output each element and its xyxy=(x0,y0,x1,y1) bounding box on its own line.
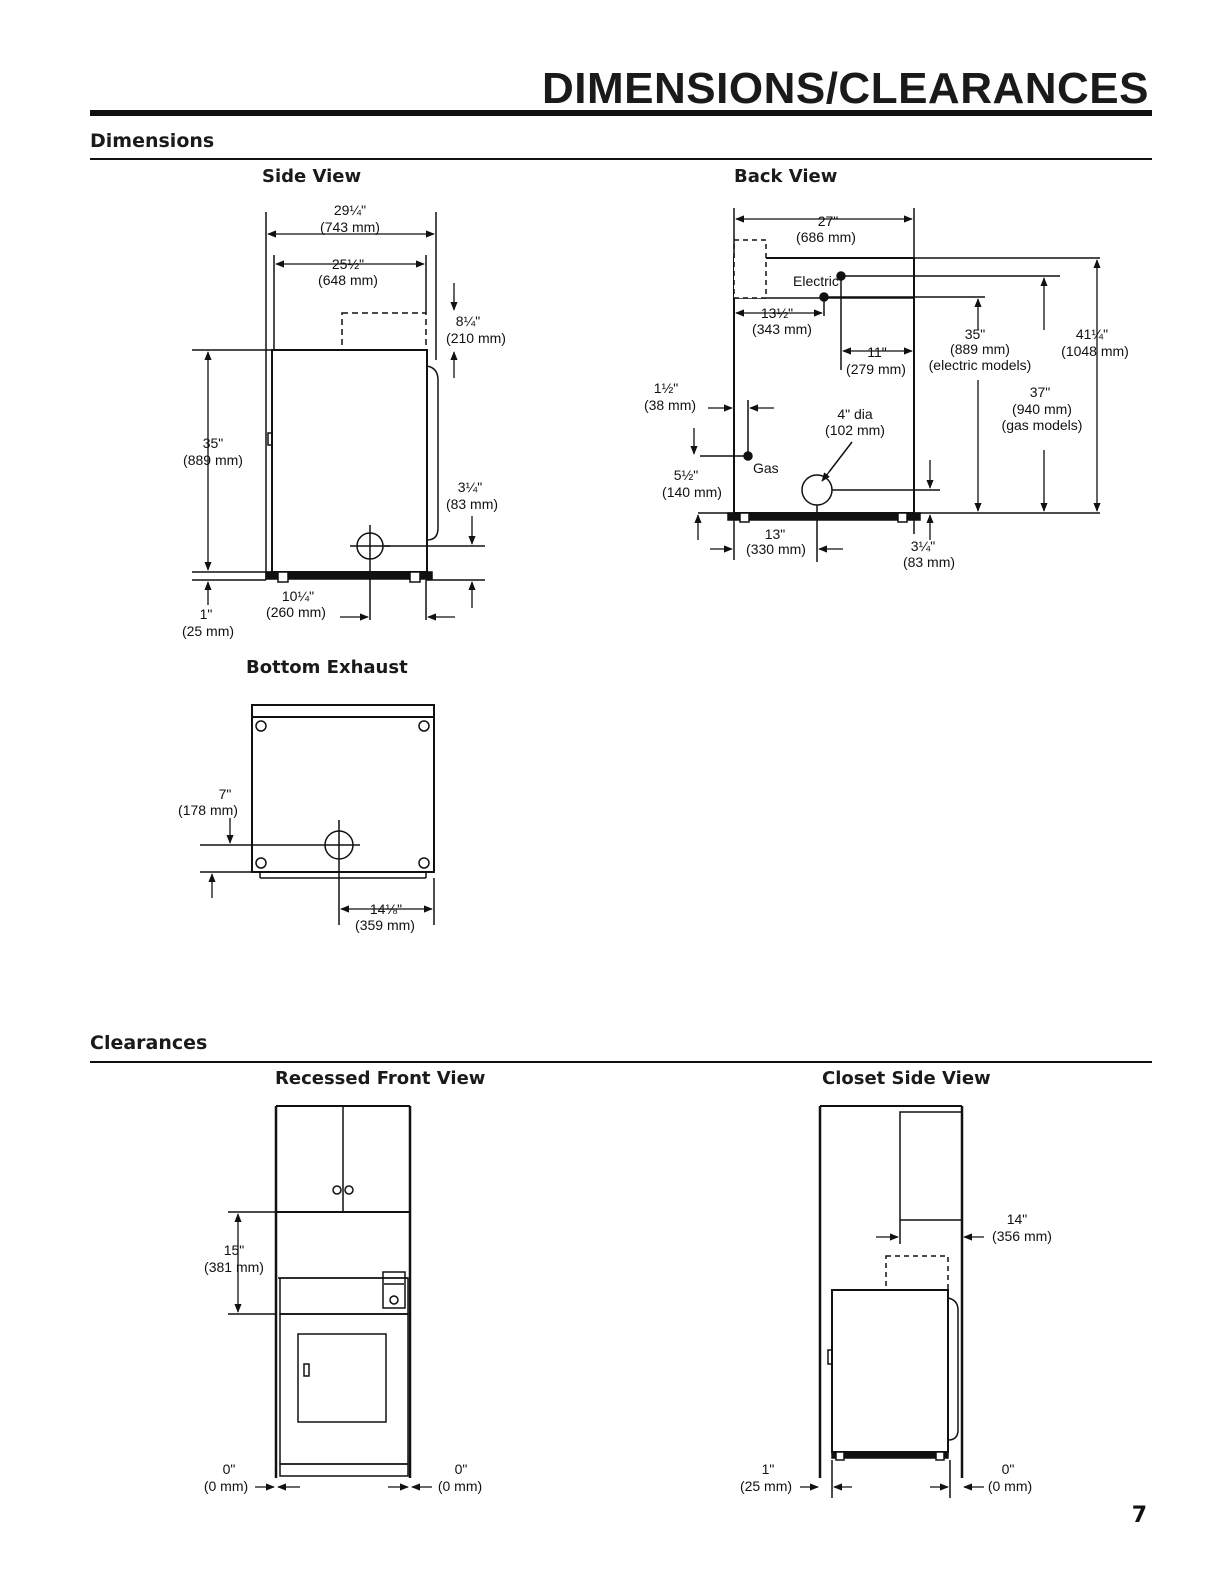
bottom-side-offset-mm: (359 mm) xyxy=(355,917,415,933)
bottom-exhaust-labels: 7" (178 mm) 14⅛" (359 mm) xyxy=(178,786,415,933)
back-gas-height-mm: (140 mm) xyxy=(662,484,722,500)
recessed-right: 0" xyxy=(455,1461,468,1477)
title-rule xyxy=(90,110,1152,116)
page-number: 7 xyxy=(1131,1503,1147,1528)
side-exhaust-offset: 10¼" xyxy=(282,588,314,604)
back-gas-side: 1½" xyxy=(654,380,678,396)
back-gas-total-height-note: (gas models) xyxy=(1002,417,1083,433)
back-vent-offset: 13" xyxy=(765,526,786,542)
back-view-arrows xyxy=(690,215,1101,553)
side-height-mm: (889 mm) xyxy=(183,452,243,468)
closet-top-mm: (356 mm) xyxy=(992,1228,1052,1244)
back-view-labels: 27" (686 mm) Electric 13½" (343 mm) 11" … xyxy=(644,213,1129,570)
recessed-left: 0" xyxy=(223,1461,236,1477)
back-vent-diameter: 4" dia xyxy=(837,406,873,422)
recessed-right-mm: (0 mm) xyxy=(438,1478,482,1494)
closet-back-mm: (25 mm) xyxy=(740,1478,792,1494)
side-leg-height: 1" xyxy=(200,606,213,622)
closet-front-mm: (0 mm) xyxy=(988,1478,1032,1494)
side-exhaust-height: 3¼" xyxy=(458,479,482,495)
dimensions-heading: Dimensions xyxy=(90,130,215,152)
back-gas-height: 5½" xyxy=(674,467,698,483)
back-vent-diameter-mm: (102 mm) xyxy=(825,422,885,438)
back-width-mm: (686 mm) xyxy=(796,229,856,245)
recessed-front-arrows xyxy=(234,1213,432,1491)
back-electric-offset: 13½" xyxy=(761,305,793,321)
side-view-drawing xyxy=(192,212,485,620)
side-console-height-mm: (210 mm) xyxy=(446,330,506,346)
back-electric-to-center-mm: (279 mm) xyxy=(846,361,906,377)
back-overall-height-mm: (1048 mm) xyxy=(1061,343,1129,359)
recessed-top: 15" xyxy=(224,1242,245,1258)
back-electric-label: Electric xyxy=(793,273,839,289)
side-console-height: 8¼" xyxy=(456,313,480,329)
side-view-labels: 29¼" (743 mm) 25½" (648 mm) 8¼" (210 mm)… xyxy=(182,202,506,639)
side-depth-cabinet: 25½" xyxy=(332,256,364,272)
side-depth-total-mm: (743 mm) xyxy=(320,219,380,235)
back-overall-height: 41¼" xyxy=(1076,326,1108,342)
clearances-rule xyxy=(90,1061,1152,1063)
recessed-top-mm: (381 mm) xyxy=(204,1259,264,1275)
clearances-heading: Clearances xyxy=(90,1032,208,1054)
back-electric-height: 35" xyxy=(965,326,986,342)
closet-side-labels: 14" (356 mm) 1" (25 mm) 0" (0 mm) xyxy=(740,1211,1052,1494)
recessed-front-drawing xyxy=(228,1105,412,1478)
back-vent-height: 3¼" xyxy=(911,538,935,554)
back-gas-label: Gas xyxy=(753,460,779,476)
back-gas-total-height-mm: (940 mm) xyxy=(1012,401,1072,417)
bottom-exhaust-arrows xyxy=(208,818,433,913)
recessed-front-labels: 15" (381 mm) 0" (0 mm) 0" (0 mm) xyxy=(204,1242,482,1494)
back-electric-height-mm: (889 mm) xyxy=(950,341,1010,357)
closet-side-drawing xyxy=(818,1105,964,1498)
bottom-exhaust-title: Bottom Exhaust xyxy=(246,657,408,678)
back-electric-offset-mm: (343 mm) xyxy=(752,321,812,337)
back-vent-offset-mm: (330 mm) xyxy=(746,541,806,557)
side-depth-total: 29¼" xyxy=(334,202,366,218)
closet-front: 0" xyxy=(1002,1461,1015,1477)
back-view-drawing xyxy=(698,208,1100,562)
side-view-arrows xyxy=(204,230,476,621)
bottom-front-offset-mm: (178 mm) xyxy=(178,802,238,818)
bottom-side-offset: 14⅛" xyxy=(370,901,402,917)
page-title: DIMENSIONS/CLEARANCES xyxy=(542,64,1149,113)
back-width: 27" xyxy=(818,213,839,229)
back-electric-to-center: 11" xyxy=(867,344,887,360)
closet-top: 14" xyxy=(1007,1211,1028,1227)
dimensions-rule xyxy=(90,158,1152,160)
bottom-exhaust-drawing xyxy=(200,704,435,925)
back-gas-total-height: 37" xyxy=(1030,384,1051,400)
side-exhaust-offset-mm: (260 mm) xyxy=(266,604,326,620)
closet-side-view-title: Closet Side View xyxy=(822,1068,991,1089)
bottom-front-offset: 7" xyxy=(219,786,232,802)
closet-side-arrows xyxy=(800,1233,984,1491)
back-gas-side-mm: (38 mm) xyxy=(644,397,696,413)
back-electric-height-note: (electric models) xyxy=(929,357,1032,373)
back-view-title: Back View xyxy=(734,166,838,187)
side-height: 35" xyxy=(203,435,224,451)
side-view-title: Side View xyxy=(262,166,362,187)
recessed-front-view-title: Recessed Front View xyxy=(275,1068,486,1089)
side-leg-height-mm: (25 mm) xyxy=(182,623,234,639)
side-exhaust-height-mm: (83 mm) xyxy=(446,496,498,512)
recessed-left-mm: (0 mm) xyxy=(204,1478,248,1494)
back-vent-height-mm: (83 mm) xyxy=(903,554,955,570)
closet-back: 1" xyxy=(762,1461,775,1477)
side-depth-cabinet-mm: (648 mm) xyxy=(318,272,378,288)
